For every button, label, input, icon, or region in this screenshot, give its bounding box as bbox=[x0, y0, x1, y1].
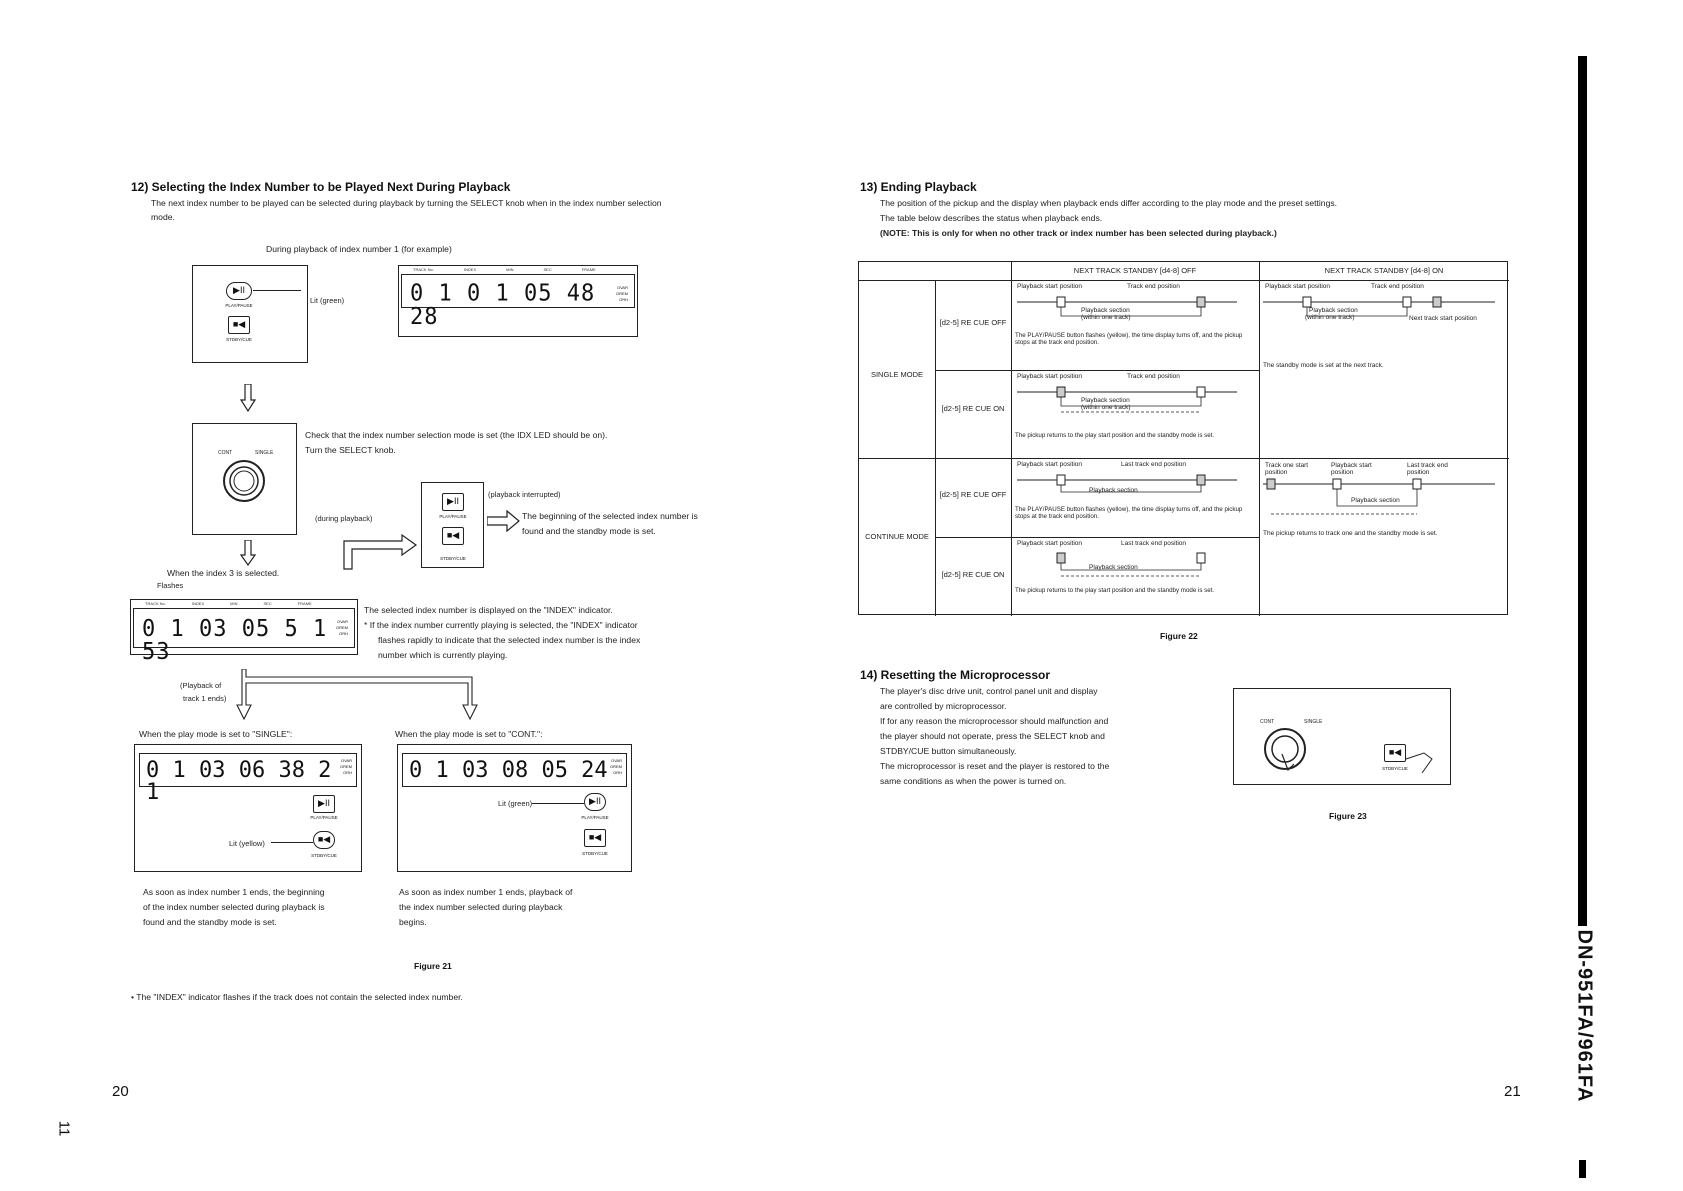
stby-cue-button: ■◀ bbox=[228, 316, 250, 334]
lcd1-digits: 0 1 0 1 05 48 28 bbox=[410, 280, 596, 331]
check-line2: Turn the SELECT knob. bbox=[305, 445, 396, 455]
when-index3-caption: When the index 3 is selected. bbox=[167, 568, 280, 578]
index-note: • The "INDEX" indicator flashes if the t… bbox=[131, 992, 463, 1002]
sidebar-bar-bottom bbox=[1579, 1160, 1586, 1178]
single-mode-label: SINGLE MODE bbox=[870, 370, 924, 379]
down-arrow-icon bbox=[240, 540, 256, 566]
right-arrow-icon bbox=[487, 510, 520, 532]
play-pause-label: PLAY/PAUSE bbox=[225, 303, 253, 308]
figure-22-caption: Figure 22 bbox=[1160, 631, 1198, 641]
sidebar-bar bbox=[1578, 56, 1587, 926]
button-panel-1: ▶II PLAY/PAUSE ■◀ STDBY/CUE bbox=[192, 265, 308, 363]
col-header-on: NEXT TRACK STANDBY [d4-8] ON bbox=[1324, 266, 1444, 275]
play-pause-button: ▶II bbox=[226, 282, 252, 300]
continue-mode-label: CONTINUE MODE bbox=[865, 532, 929, 541]
figure-21-caption: Figure 21 bbox=[414, 961, 452, 971]
figure-23-caption: Figure 23 bbox=[1329, 811, 1367, 821]
bent-arrow-icon bbox=[343, 533, 418, 570]
knob-panel: CONT SINGLE bbox=[192, 423, 297, 535]
during-playback-caption: During playback of index number 1 (for e… bbox=[266, 244, 452, 254]
lcd4-digits: 0 1 03 08 05 24 bbox=[409, 758, 608, 783]
page-number-left: 20 bbox=[112, 1083, 129, 1100]
lcd3-digits: 0 1 03 06 38 2 1 bbox=[146, 758, 332, 805]
lit-green-label: Lit (green) bbox=[310, 296, 345, 305]
select-knob-icon bbox=[223, 460, 265, 502]
section-12-intro-line1: The next index number to be played can b… bbox=[151, 198, 662, 208]
down-arrow-icon bbox=[240, 384, 256, 412]
margin-number: 11 bbox=[55, 1120, 73, 1137]
section-12-title: 12) Selecting the Index Number to be Pla… bbox=[131, 180, 511, 194]
flashes-label: Flashes bbox=[157, 581, 184, 590]
section-12-intro-line2: mode. bbox=[151, 212, 175, 222]
ending-playback-table: NEXT TRACK STANDBY [d4-8] OFF NEXT TRACK… bbox=[858, 261, 1509, 616]
lcd2-digits: 0 1 03 05 5 1 53 bbox=[142, 615, 328, 666]
section-13-title: 13) Ending Playback bbox=[860, 180, 977, 194]
stby-cue-button: ■◀ bbox=[1384, 744, 1406, 762]
select-knob-icon bbox=[1264, 728, 1306, 772]
branch-arrow-icon bbox=[236, 669, 478, 721]
model-name: DN-951FA/961FA bbox=[1573, 929, 1596, 1103]
col-header-off: NEXT TRACK STANDBY [d4-8] OFF bbox=[1073, 266, 1197, 275]
button-panel-interrupted: ▶II PLAY/PAUSE ■◀ STDBY/CUE bbox=[421, 482, 484, 568]
reset-panel: CONT SINGLE ■◀ STDBY/CUE bbox=[1233, 688, 1451, 785]
section-14-title: 14) Resetting the Microprocessor bbox=[860, 668, 1051, 682]
check-line1: Check that the index number selection mo… bbox=[305, 430, 608, 440]
timeline-diagram bbox=[1017, 296, 1237, 317]
finger-press-icon bbox=[1405, 752, 1433, 774]
stby-cue-label: STDBY/CUE bbox=[226, 337, 252, 342]
page-number-right: 21 bbox=[1504, 1083, 1521, 1100]
